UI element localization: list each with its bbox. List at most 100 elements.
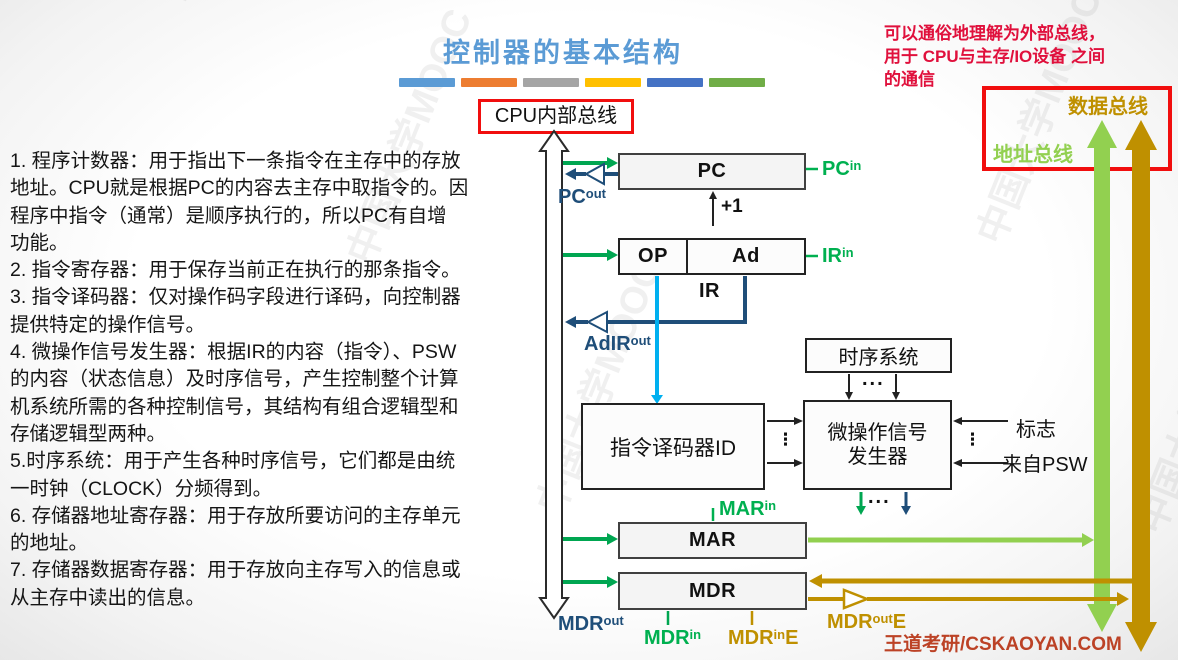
pc-out-path bbox=[565, 162, 618, 186]
signal-base: AdIR bbox=[584, 333, 631, 355]
notes-line: 程序中指令（通常）是顺序执行的，所以PC有自增 bbox=[10, 204, 447, 227]
divider-dash bbox=[585, 78, 641, 87]
bus-labels-frame bbox=[982, 86, 1172, 171]
signal-base: MAR bbox=[719, 498, 765, 520]
signal-base: MDR bbox=[728, 627, 774, 649]
signal-sup: in bbox=[849, 158, 862, 173]
pc-out-signal-label: PCout bbox=[558, 186, 606, 209]
vertical-ellipsis: ⋮ bbox=[964, 430, 981, 449]
timing-system-label: 时序系统 bbox=[838, 347, 919, 369]
divider-dash bbox=[523, 78, 579, 87]
notes-line: 地址。CPU就是根据PC的内容去主存中取指令的。因 bbox=[10, 177, 469, 200]
title-divider bbox=[399, 78, 765, 87]
signal-sup: out bbox=[630, 333, 651, 348]
divider-dash bbox=[647, 78, 703, 87]
data-bus bbox=[1125, 120, 1157, 652]
cpu-internal-bus-label: CPU内部总线 bbox=[478, 99, 634, 134]
bus-to-pc-arrowhead bbox=[607, 157, 618, 169]
notes-line: 5.时序系统：用于产生各种时序信号，它们都是由统 bbox=[10, 450, 456, 473]
signal-suffix: E bbox=[785, 627, 799, 649]
address-bus-label: 地址总线 bbox=[993, 144, 1073, 166]
pc-register-box: PC bbox=[618, 153, 806, 190]
mar-to-address-bus-arrow bbox=[808, 533, 1094, 547]
notes-panel: 1. 程序计数器：用于指出下一条指令在主存中的存放 地址。CPU就是根据PC的内… bbox=[10, 148, 468, 612]
notes-line: 提供特定的操作信号。 bbox=[10, 313, 206, 336]
ad-label: Ad bbox=[732, 245, 760, 267]
notes-line: 2. 指令寄存器：用于保存当前正在执行的那条指令。 bbox=[10, 259, 461, 282]
plus-one-label: +1 bbox=[721, 196, 743, 217]
mdr-to-data-bus-arrow bbox=[808, 588, 1129, 610]
op-label: OP bbox=[638, 245, 668, 267]
notes-line: 4. 微操作信号发生器：根据IR的内容（指令）、PSW bbox=[10, 341, 457, 364]
signal-base: MDR bbox=[558, 613, 604, 635]
note-line: 的通信 bbox=[884, 70, 935, 89]
pc-in-signal-label: PCin bbox=[822, 158, 861, 181]
notes-line: 1. 程序计数器：用于指出下一条指令在主存中的存放 bbox=[10, 150, 461, 172]
plus-one-arrow bbox=[709, 191, 717, 226]
notes-line: 存储逻辑型两种。 bbox=[10, 422, 167, 445]
mdr-out-signal-label: MDRout bbox=[558, 613, 624, 636]
notes-line: 一时钟（CLOCK）分频得到。 bbox=[10, 477, 273, 500]
data-bus-to-mdr-arrow bbox=[809, 574, 1148, 588]
signal-sup: out bbox=[603, 613, 624, 628]
mar-in-signal-label: MARin bbox=[719, 498, 776, 521]
bus-to-mdr-arrowhead bbox=[607, 576, 618, 588]
signal-base: PC bbox=[822, 158, 850, 180]
instruction-decoder-box: 指令译码器ID bbox=[581, 403, 765, 490]
mdr-label: MDR bbox=[688, 579, 737, 602]
divider-dash bbox=[399, 78, 455, 87]
notes-line: 3. 指令译码器：仅对操作码字段进行译码，向控制器 bbox=[10, 286, 461, 309]
mdr-in-e-signal-label: MDRinE bbox=[728, 627, 798, 650]
ir-op-field: OP bbox=[620, 240, 688, 273]
from-psw-label: 来自PSW bbox=[1002, 454, 1088, 476]
signal-sup: in bbox=[773, 627, 786, 642]
watermark: 中国大学MOOC bbox=[1130, 273, 1178, 540]
signal-base: PC bbox=[558, 186, 586, 208]
signal-base: MDR bbox=[827, 611, 873, 633]
notes-line: 的地址。 bbox=[10, 532, 89, 555]
signal-sup: out bbox=[585, 186, 607, 201]
signal-sup: out bbox=[872, 611, 893, 626]
divider-dash bbox=[709, 78, 765, 87]
signal-sup: in bbox=[764, 498, 777, 513]
signal-sup: in bbox=[842, 245, 854, 260]
generator-label-line2: 发生器 bbox=[847, 446, 908, 468]
notes-line: 6. 存储器地址寄存器：用于存放所要访问的主存单元 bbox=[10, 504, 461, 527]
ir-label: IR bbox=[699, 280, 720, 302]
divider-dash bbox=[461, 78, 517, 87]
notes-line: 机系统所需的各种控制信号，其结构有组合逻辑型和 bbox=[10, 395, 459, 418]
bus-to-mar-arrowhead bbox=[607, 533, 618, 545]
signal-base: MDR bbox=[644, 627, 690, 649]
ellipsis: ... bbox=[868, 486, 891, 508]
timing-system-box: 时序系统 bbox=[805, 338, 952, 373]
notes-line: 从主存中读出的信息。 bbox=[10, 586, 206, 609]
mar-label: MAR bbox=[688, 529, 737, 551]
ir-in-signal-label: IRin bbox=[822, 245, 854, 268]
mar-register-box: MAR bbox=[618, 522, 807, 559]
note-line: 用于 CPU与主存/IO设备 之间 bbox=[884, 47, 1106, 66]
page-title: 控制器的基本结构 bbox=[443, 38, 683, 68]
instruction-decoder-label: 指令译码器ID bbox=[610, 436, 736, 460]
watermark: 中国大学MOOC bbox=[150, 0, 302, 11]
signal-sup: in bbox=[689, 627, 702, 642]
adir-out-signal-label: AdIRout bbox=[584, 333, 651, 356]
generator-label-line1: 微操作信号 bbox=[827, 422, 928, 444]
external-bus-note: 可以通俗地理解为外部总线， 用于 CPU与主存/IO设备 之间 的通信 bbox=[884, 22, 1105, 91]
mdr-register-box: MDR bbox=[618, 572, 807, 610]
op-to-decoder-arrow bbox=[651, 276, 663, 404]
address-bus bbox=[1087, 120, 1117, 632]
ellipsis: ... bbox=[862, 368, 885, 390]
ir-ad-field: Ad bbox=[688, 245, 804, 268]
mdr-out-e-signal-label: MDRoutE bbox=[827, 611, 906, 634]
signal-suffix: E bbox=[892, 611, 907, 633]
mdr-in-signal-label: MDRin bbox=[644, 627, 701, 650]
ir-register-box: OP Ad bbox=[618, 238, 806, 275]
micro-op-signal-generator-box: 微操作信号 发生器 bbox=[803, 400, 952, 490]
flags-label: 标志 bbox=[1016, 419, 1056, 441]
data-bus-label: 数据总线 bbox=[1068, 96, 1148, 118]
bus-to-ir-arrowhead bbox=[607, 249, 618, 261]
pc-label: PC bbox=[697, 160, 727, 182]
signal-base: IR bbox=[822, 245, 842, 267]
brand-footer: 王道考研/CSKAOYAN.COM bbox=[884, 634, 1122, 655]
